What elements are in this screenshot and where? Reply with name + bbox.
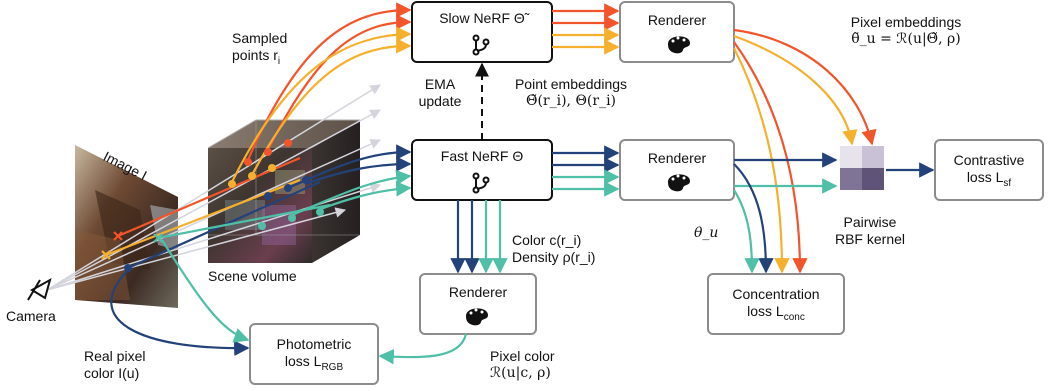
concentration-loss-box xyxy=(707,273,845,335)
photometric-loss-sub: RGB xyxy=(321,361,344,373)
ema-update-label: EMA update xyxy=(416,76,464,110)
point-embeddings-label: Point embeddings Θ̃(r_i), Θ(r_i) xyxy=(506,76,636,110)
photometric-loss-label: Photometric loss LRGB xyxy=(250,336,378,376)
camera-icon xyxy=(27,277,52,301)
photometric-loss-line2: loss L xyxy=(284,353,322,369)
renderer-mid-label: Renderer xyxy=(647,150,707,166)
sampled-points-line2: points r xyxy=(232,47,278,63)
color-line: Color c(r_i) xyxy=(512,232,582,248)
ema-line1: EMA xyxy=(424,76,456,92)
bottom-arrows xyxy=(110,239,468,365)
concentration-loss-line2: loss L xyxy=(747,303,784,319)
pixel-embeddings-label: Pixel embeddings θ̃_u = ℛ(u|Θ̃, ρ) xyxy=(826,14,986,48)
point-embeddings-line2: Θ̃(r_i), Θ(r_i) xyxy=(525,93,617,109)
camera-label: Camera xyxy=(6,308,56,324)
nerf-to-renderer-arrows xyxy=(552,3,620,197)
contrastive-loss-label: Contrastive loss Lsf xyxy=(935,152,1043,192)
pixel-color-label: Pixel color ℛ(u|c, ρ) xyxy=(490,348,555,382)
theta-u-text: θ_u xyxy=(694,225,719,241)
concentration-loss-line1: Concentration xyxy=(732,286,820,302)
camera-rays xyxy=(46,84,382,291)
sample-points xyxy=(228,139,324,230)
contrastive-loss-line1: Contrastive xyxy=(953,152,1025,168)
sampled-points-line1: Sampled xyxy=(232,30,288,46)
real-pixel-line1: Real pixel xyxy=(84,348,146,364)
mid-renderer-output-arrows xyxy=(733,152,838,274)
pixel-embeddings-line2: θ̃_u = ℛ(u|Θ̃, ρ) xyxy=(851,31,961,47)
scene-volume-label: Scene volume xyxy=(208,268,297,284)
renderer-top-box xyxy=(619,1,735,63)
renderer-top-label: Renderer xyxy=(647,12,707,28)
pixel-embeddings-line1: Pixel embeddings xyxy=(850,14,962,30)
pixel-markers xyxy=(101,231,163,272)
renderer-bottom-label: Renderer xyxy=(448,284,508,300)
point-embeddings-line1: Point embeddings xyxy=(514,76,628,92)
density-line: Density ρ(r_i) xyxy=(512,249,596,265)
renderer-bottom-box xyxy=(419,273,537,335)
slow-nerf-box xyxy=(411,1,553,63)
branch-icon xyxy=(472,172,490,194)
ema-line2: update xyxy=(418,93,462,109)
contrastive-loss-box xyxy=(934,139,1044,201)
pairwise-line2: RBF kernel xyxy=(834,231,906,247)
slow-nerf-label: Slow NeRF Θ̃ xyxy=(439,10,525,26)
fast-to-bottom-renderer-arrows xyxy=(450,200,508,274)
branch-icon xyxy=(472,34,490,56)
real-pixel-label: Real pixel color I(u) xyxy=(84,348,145,382)
palette-icon xyxy=(466,308,488,326)
pairwise-line1: Pairwise xyxy=(843,214,897,230)
concentration-loss-label: Concentration loss Lconc xyxy=(708,286,844,326)
pairwise-label: Pairwise RBF kernel xyxy=(822,214,918,248)
renderer-mid-box xyxy=(619,139,735,201)
pixel-color-line1: Pixel color xyxy=(490,348,555,364)
rbf-kernel-matrix xyxy=(840,146,884,190)
pixel-color-line2: ℛ(u|c, ρ) xyxy=(490,365,551,381)
contrastive-loss-sub: sf xyxy=(1003,177,1012,189)
fast-nerf-label: Fast NeRF Θ xyxy=(440,148,524,164)
contrastive-loss-line2: loss L xyxy=(966,169,1004,185)
concentration-loss-sub: conc xyxy=(783,311,805,323)
sampled-points-label: Sampled points ri xyxy=(232,30,287,70)
photometric-loss-line1: Photometric xyxy=(276,336,352,352)
color-density-label: Color c(r_i) Density ρ(r_i) xyxy=(512,232,595,266)
palette-icon xyxy=(668,36,690,54)
real-pixel-line2: color I(u) xyxy=(84,365,140,381)
photometric-loss-box xyxy=(249,323,379,385)
top-renderer-output-arrows xyxy=(733,28,877,274)
sampled-points-sub: i xyxy=(277,55,281,67)
theta-u-label: θ_u xyxy=(694,224,718,242)
palette-icon xyxy=(668,174,690,192)
